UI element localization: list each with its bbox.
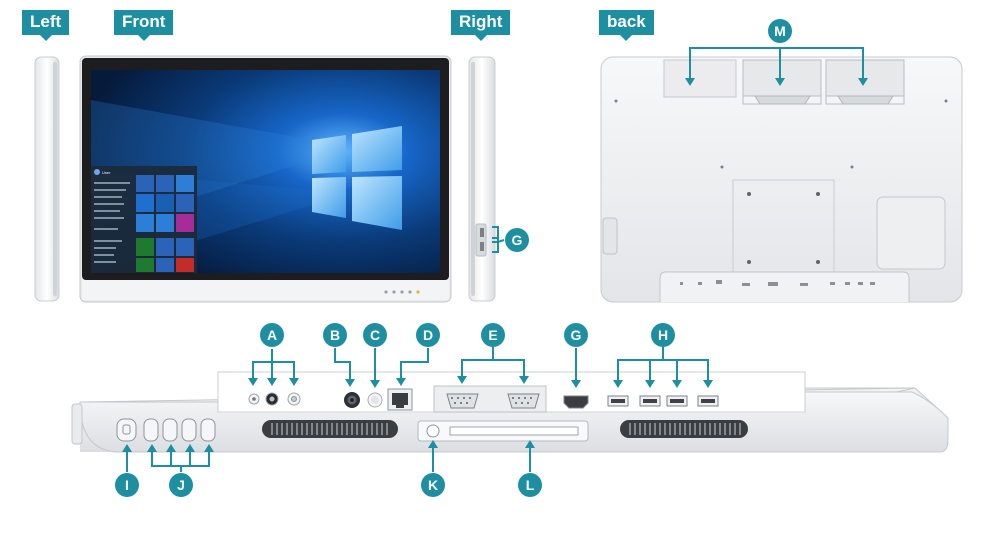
- callout-m: M: [768, 19, 792, 43]
- callout-e: E: [481, 323, 505, 347]
- svg-text:D: D: [423, 327, 433, 343]
- callout-k: K: [421, 473, 445, 497]
- svg-text:J: J: [177, 477, 185, 493]
- svg-text:I: I: [125, 477, 129, 493]
- back-view: [600, 47, 963, 303]
- port-c-button: [367, 392, 383, 408]
- port-d-lan: [387, 388, 413, 411]
- callout-j: J: [169, 473, 193, 497]
- callout-i: I: [115, 473, 139, 497]
- right-side-view: [468, 56, 505, 302]
- svg-text:A: A: [267, 327, 277, 343]
- callout-a: A: [260, 323, 284, 347]
- callout-c: C: [363, 323, 387, 347]
- svg-text:C: C: [370, 327, 380, 343]
- view-tag-right: Right: [451, 10, 511, 41]
- callout-b: B: [323, 323, 347, 347]
- svg-text:G: G: [512, 232, 523, 248]
- svg-text:H: H: [658, 327, 668, 343]
- view-tag-back: back: [599, 10, 654, 41]
- view-tag-left: Left: [22, 10, 70, 41]
- port-group-a: [248, 392, 301, 406]
- svg-text:B: B: [330, 327, 340, 343]
- callout-g-right: G: [505, 228, 529, 252]
- button-group-ij: [116, 418, 216, 442]
- svg-text:K: K: [428, 477, 438, 493]
- port-group-h-usb: [607, 395, 719, 407]
- callout-connectors: [126, 347, 709, 472]
- svg-text:L: L: [526, 477, 535, 493]
- callout-g-bottom: G: [564, 323, 588, 347]
- front-indicator-lights: [384, 290, 420, 294]
- windows-logo-graphic: [312, 126, 402, 230]
- bottom-view: [71, 347, 949, 472]
- svg-text:User: User: [102, 170, 111, 175]
- card-reader-kl: [417, 420, 589, 442]
- speaker-grille-right: [620, 420, 748, 438]
- callout-d: D: [416, 323, 440, 347]
- port-g-hdmi: [563, 395, 589, 409]
- svg-text:E: E: [488, 327, 497, 343]
- svg-text:M: M: [774, 23, 786, 39]
- port-e-serial: [433, 385, 547, 413]
- start-menu-graphic: User: [91, 166, 197, 273]
- callout-l: L: [518, 473, 542, 497]
- svg-text:G: G: [571, 327, 582, 343]
- speaker-grille-left: [262, 420, 398, 438]
- port-b-dc-jack: [344, 392, 360, 408]
- callout-h: H: [651, 323, 675, 347]
- front-view: User: [79, 55, 452, 303]
- view-tag-front: Front: [114, 10, 174, 41]
- callout-arrowheads: [122, 376, 713, 452]
- left-side-view: [34, 56, 60, 302]
